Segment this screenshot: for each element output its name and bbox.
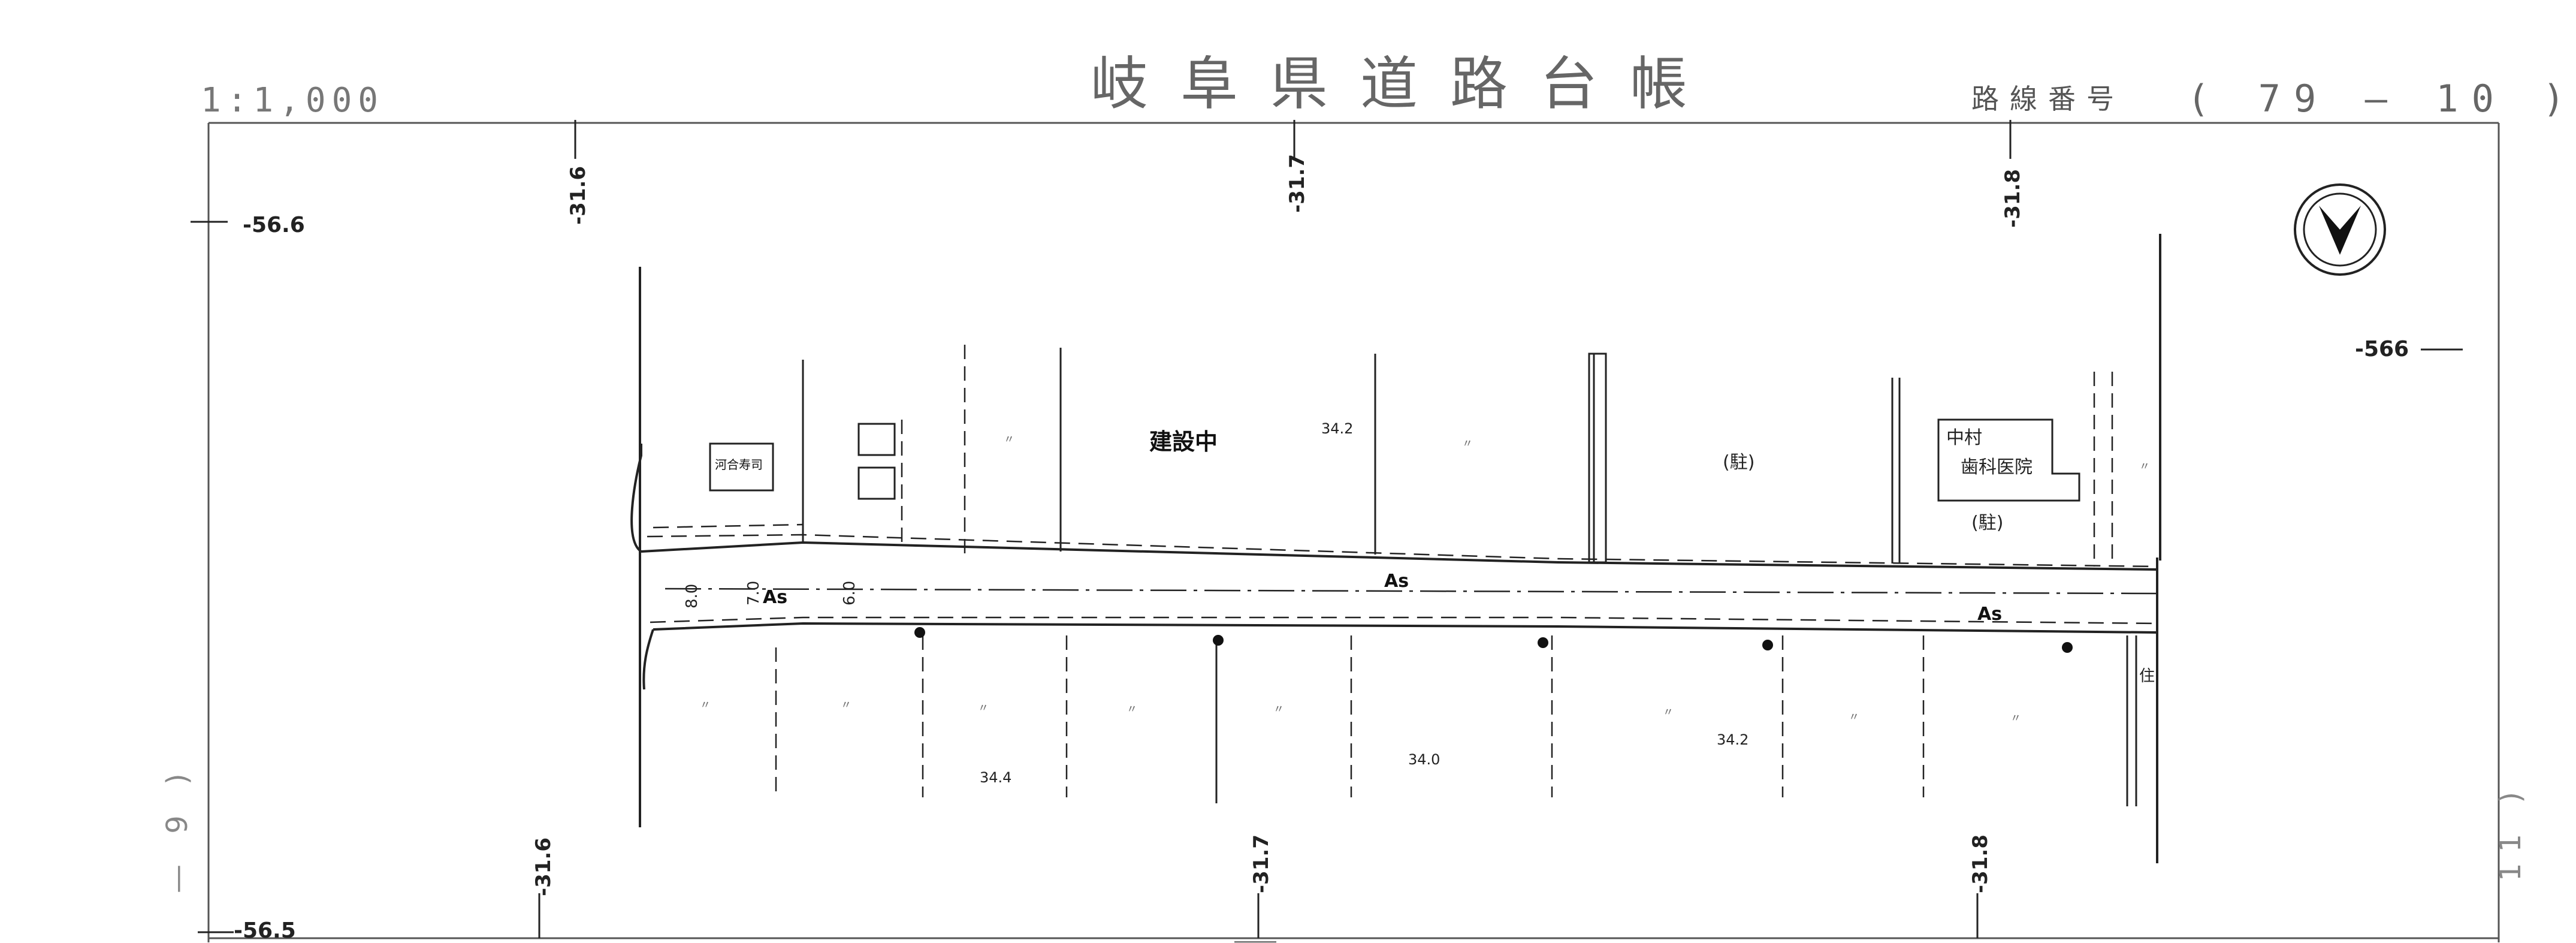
grid-x-label: -31.7 (1249, 834, 1273, 893)
surface-label: As (763, 587, 788, 608)
map-scale: 1:1,000 (201, 81, 385, 120)
adjacent-sheet-right: 11 ) (2494, 781, 2527, 881)
grid-x-label: -31.6 (566, 166, 590, 225)
grid-x-label: -31.8 (2001, 169, 2025, 228)
ditto-mark: 〃 (1663, 706, 1674, 719)
building-sushi (709, 442, 774, 492)
width-dimension: 8.0 (683, 583, 701, 608)
width-dimension: 7.0 (745, 580, 763, 605)
north-arrow-icon (2294, 183, 2386, 276)
sidewalk-line-south (650, 616, 2158, 625)
ditto-mark: 〃 (1462, 438, 1473, 450)
grid-x-label: -31.7 (1285, 154, 1309, 213)
elevation-point: 34.4 (980, 769, 1012, 786)
ditto-mark: 〃 (2010, 712, 2021, 725)
residence-label: 住 (2139, 667, 2155, 685)
grid-y-label: -56.5 (234, 918, 296, 943)
elevation-point: 34.2 (1717, 731, 1749, 748)
ditto-mark: 〃 (1127, 703, 1137, 716)
width-dimension: 6.0 (841, 580, 859, 605)
grid-y-label: -56.6 (243, 213, 305, 237)
grid-x-label: -31.6 (531, 837, 555, 896)
route-number-label: 路線番号 (1971, 83, 2125, 115)
ditto-mark: 〃 (1273, 703, 1284, 716)
building-small (857, 466, 896, 500)
sheet-title: 岐阜県道路台帳 (1091, 50, 1720, 118)
road-edge-south (653, 622, 2158, 634)
ditto-mark: 〃 (1004, 433, 1014, 446)
utility-pole (1213, 635, 1224, 646)
surface-label: As (1977, 604, 2003, 625)
ditto-mark: 〃 (2139, 460, 2150, 473)
adjacent-sheet-left: — 9 ) (161, 763, 194, 893)
utility-pole (914, 627, 925, 638)
parking-label: (駐) (1971, 513, 2004, 534)
stone-wall (1588, 353, 1607, 564)
utility-pole (1538, 637, 1548, 648)
sushi-shop-label: 河合寿司 (715, 457, 763, 472)
under-construction-label: 建設中 (1149, 429, 1218, 455)
grid-x-label: -31.8 (1968, 834, 1992, 893)
ditto-mark: 〃 (700, 699, 711, 712)
curb-return-sw (642, 629, 654, 690)
utility-pole (1762, 640, 1773, 650)
elevation-point: 34.0 (1408, 751, 1440, 768)
ditto-mark: 〃 (1849, 711, 1859, 724)
building-clinic (1937, 418, 2080, 502)
grid-y-label: -566 (2355, 337, 2409, 361)
ditto-mark: 〃 (978, 702, 989, 715)
clinic-name-line2: 歯科医院 (1961, 457, 2033, 478)
road-centerline (665, 588, 2158, 595)
sidewalk-line-north (647, 534, 2158, 568)
elevation-point: 34.2 (1321, 420, 1354, 437)
ditto-mark: 〃 (841, 699, 851, 712)
surface-label: As (1384, 571, 1409, 592)
parking-label: (駐) (1723, 452, 1755, 473)
route-number-value: ( 79 — 10 ) (2187, 77, 2576, 120)
clinic-name-line1: 中村 (1946, 427, 1982, 448)
sidewalk-line (653, 523, 804, 529)
building-small (857, 423, 896, 456)
utility-pole (2062, 642, 2073, 653)
